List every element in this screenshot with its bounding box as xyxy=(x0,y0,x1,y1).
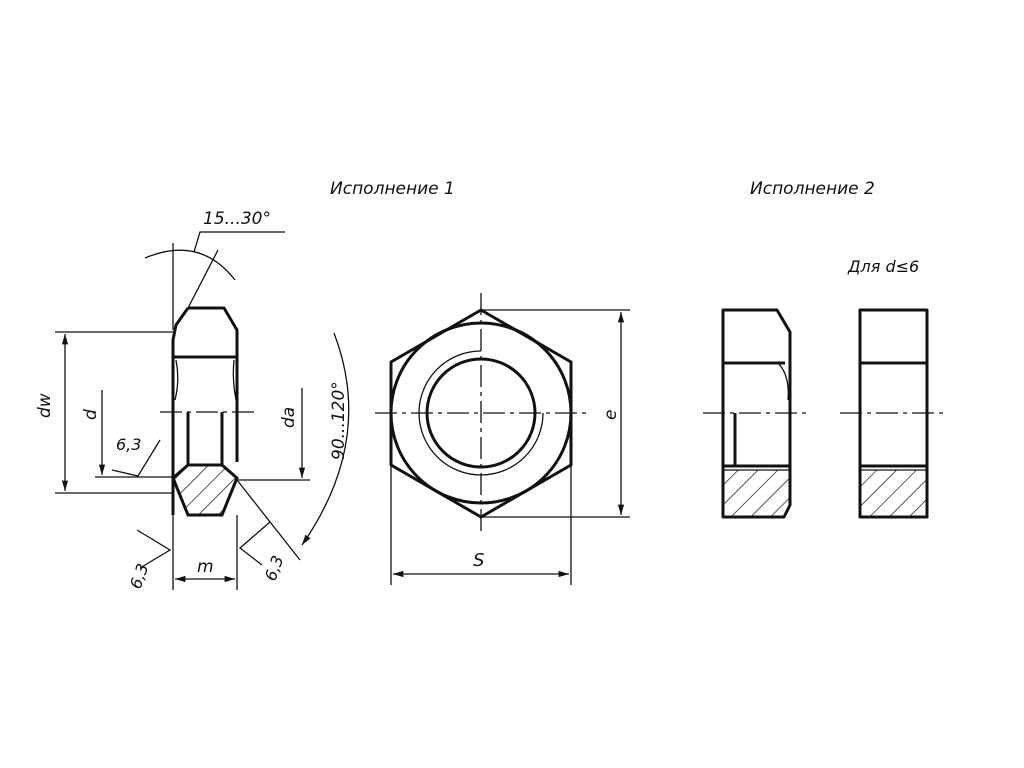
dw-label: dw xyxy=(35,393,55,418)
d-label: d xyxy=(81,409,101,420)
variant2-view-plain xyxy=(840,308,947,519)
variant2-view-chamfered xyxy=(703,308,810,519)
countersink-angle-label: 90...120° xyxy=(329,381,349,460)
roughness-label-3: 6,3 xyxy=(261,553,288,583)
variant1-title: Исполнение 1 xyxy=(330,179,455,199)
roughness-label-1: 6,3 xyxy=(116,435,141,454)
variant2-title: Исполнение 2 xyxy=(750,179,875,199)
roughness-label-2: 6,3 xyxy=(126,561,153,591)
da-label: da xyxy=(279,407,299,428)
chamfer-angle-label: 15...30° xyxy=(203,209,271,229)
hex-front-view: e S xyxy=(375,293,630,585)
m-label: m xyxy=(197,557,214,577)
e-label: e xyxy=(601,410,621,420)
side-section-view: dw d da 15...30° 90...120° 6,3 6,3 6,3 m xyxy=(35,209,350,591)
s-label: S xyxy=(473,550,484,571)
condition-label: Для d≤6 xyxy=(847,257,919,276)
